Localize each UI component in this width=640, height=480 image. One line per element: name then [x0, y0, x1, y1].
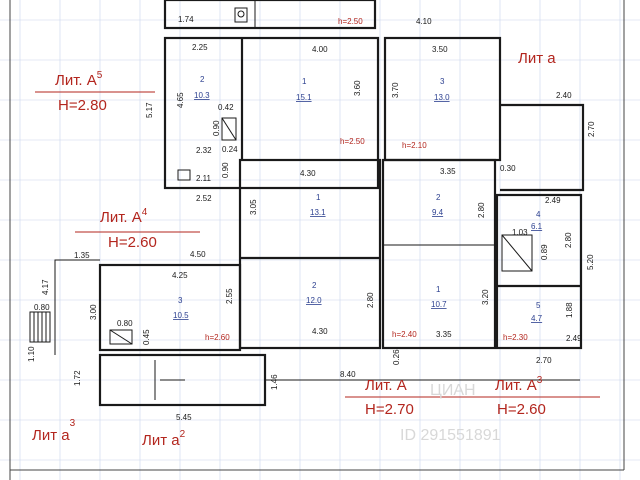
dimension-label: 4.10	[416, 17, 432, 26]
dimension-label: 8.40	[340, 370, 356, 379]
room-area: 9.4	[432, 208, 444, 217]
dimension-label: 2.32	[196, 146, 212, 155]
room-number: 3	[178, 296, 183, 305]
dimension-label: 4.00	[312, 45, 328, 54]
room-area: 12.0	[306, 296, 322, 305]
room-number: 1	[302, 77, 307, 86]
dimension-label: 0.30	[500, 164, 516, 173]
dimension-label: 5.45	[176, 413, 192, 422]
height-label: h=2.50	[338, 17, 363, 26]
walls-left-lower	[29, 259, 242, 355]
windows	[99, 55, 584, 349]
dimension-label: 0.89	[540, 244, 549, 260]
dimension-label: 0.80	[117, 319, 133, 328]
dimension-label: 3.05	[249, 199, 258, 215]
dimension-label: 2.70	[536, 356, 552, 365]
watermark-logo: ЦИАН	[430, 382, 476, 399]
litera-a-label: Лит. А	[365, 377, 407, 394]
dimension-label: 4.30	[312, 327, 328, 336]
dimension-label: 0.24	[222, 145, 238, 154]
dimension-label: 4.65	[176, 92, 185, 108]
room-area: 10.3	[194, 91, 210, 100]
dimension-label: 1.46	[270, 374, 279, 390]
dimension-label: 1.72	[73, 370, 82, 386]
dimension-label: 1.74	[178, 15, 194, 24]
room-number: 1	[316, 193, 321, 202]
dimension-label: 1.10	[27, 346, 36, 362]
room-area: 13.0	[434, 93, 450, 102]
dimension-label: 3.70	[391, 82, 400, 98]
room-area: 13.1	[310, 208, 326, 217]
litera-a3-height: Н=2.60	[497, 401, 546, 418]
litera-a4-height: Н=2.60	[108, 234, 157, 251]
room-area: 15.1	[296, 93, 312, 102]
height-label: h=2.60	[205, 333, 230, 342]
dimension-label: 1.88	[565, 302, 574, 318]
height-label: h=2.50	[340, 137, 365, 146]
dimension-label: 4.50	[190, 250, 206, 259]
dimension-label: 0.90	[212, 120, 221, 136]
room-number: 2	[200, 75, 205, 84]
dimension-label: 2.49	[566, 334, 582, 343]
dimension-label: 2.52	[196, 194, 212, 203]
dimension-label: 1.35	[74, 251, 90, 260]
room-number: 2	[436, 193, 441, 202]
dimension-label: 5.17	[145, 102, 154, 118]
dimension-label: 2.11	[196, 174, 212, 183]
dimension-label: 1.03	[512, 228, 528, 237]
dimension-label: 0.26	[392, 349, 401, 365]
room-number: 5	[536, 301, 541, 310]
dimension-label: 3.35	[436, 330, 452, 339]
dimension-label: 3.35	[440, 167, 456, 176]
dimension-label: 0.80	[34, 303, 50, 312]
litera-small-a-label: Лит а	[518, 50, 556, 67]
dimension-label: 2.70	[587, 121, 596, 137]
litera-a5-height: Н=2.80	[58, 97, 107, 114]
dimension-label: 2.25	[192, 43, 208, 52]
dimension-label: 2.49	[545, 196, 561, 205]
litera-a-height: Н=2.70	[365, 401, 414, 418]
litera-small-a3-label: Лит а3	[32, 418, 76, 444]
room-area: 10.5	[173, 311, 189, 320]
room-area: 4.7	[531, 314, 543, 323]
dimension-label: 3.00	[89, 304, 98, 320]
dimensions: 1.74 2.25 4.00 3.50 4.10 5.17 4.65 0.42 …	[27, 15, 596, 422]
dimension-label: 4.30	[300, 169, 316, 178]
room-number: 1	[436, 285, 441, 294]
dimension-label: 3.20	[481, 289, 490, 305]
dimension-label: 0.45	[142, 329, 151, 345]
room-area: 10.7	[431, 300, 447, 309]
dimension-label: 4.17	[41, 279, 50, 295]
dimension-label: 2.80	[366, 292, 375, 308]
room-number: 2	[312, 281, 317, 290]
dimension-label: 0.90	[221, 162, 230, 178]
dimension-label: 5.20	[586, 254, 595, 270]
dimension-label: 4.25	[172, 271, 188, 280]
top-block	[163, 0, 377, 30]
watermark-id: ID 291551891	[400, 427, 501, 444]
dimension-label: 3.50	[432, 45, 448, 54]
room-number: 3	[440, 77, 445, 86]
dimension-label: 3.60	[353, 80, 362, 96]
dimension-label: 0.42	[218, 103, 234, 112]
dimension-label: 2.80	[477, 202, 486, 218]
dimension-label: 2.40	[556, 91, 572, 100]
height-label: h=2.40	[392, 330, 417, 339]
litera-a4-label: Лит. А4	[100, 207, 148, 226]
litera-a3-label: Лит. А3	[495, 375, 543, 394]
room-area: 6.1	[531, 222, 543, 231]
litera-small-a2-label: Лит а2	[142, 429, 186, 449]
litera-a5-label: Лит. А5	[55, 70, 103, 89]
dimension-label: 2.55	[225, 288, 234, 304]
dimension-label: 2.80	[564, 232, 573, 248]
height-label: h=2.30	[503, 333, 528, 342]
height-label: h=2.10	[402, 141, 427, 150]
room-number: 4	[536, 210, 541, 219]
